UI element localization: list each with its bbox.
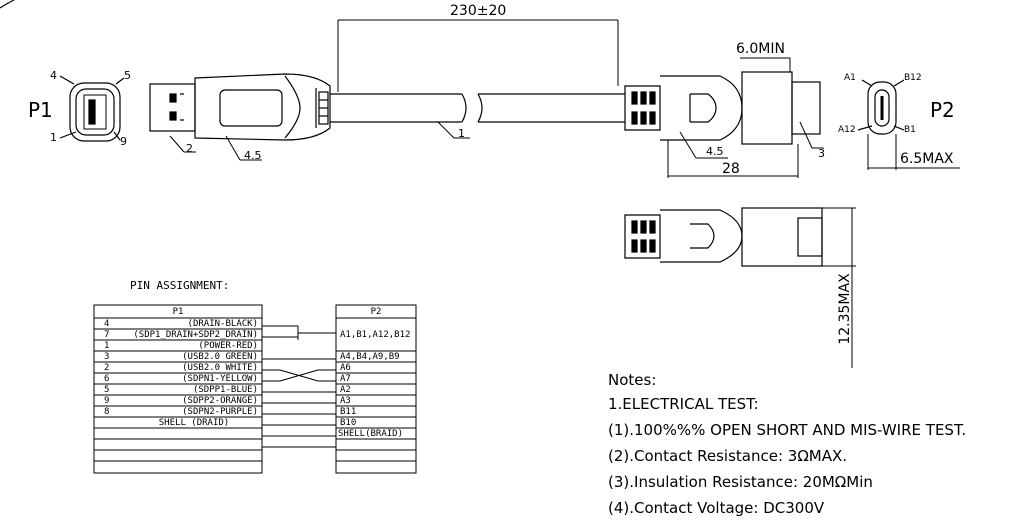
row-desc: (SDPP2-ORANGE) bbox=[182, 396, 258, 406]
row-num: 4 bbox=[104, 319, 110, 329]
note-line: (3).Insulation Resistance: 20MΩMin bbox=[608, 473, 873, 491]
note-line: 1.ELECTRICAL TEST: bbox=[608, 395, 759, 413]
dimension-lines bbox=[337, 19, 960, 368]
note-line: (1).100%%% OPEN SHORT AND MIS-WIRE TEST. bbox=[608, 421, 967, 439]
callout-4-5-b: 4.5 bbox=[706, 145, 724, 158]
p1-end-view bbox=[59, 75, 125, 142]
p1-pin-4: 4 bbox=[50, 69, 57, 82]
callout-4-5-a: 4.5 bbox=[244, 149, 262, 162]
callout-1: 1 bbox=[458, 127, 465, 140]
row-desc: (POWER-RED) bbox=[198, 341, 258, 351]
p2-label: P2 bbox=[930, 98, 955, 122]
p1-pin-1: 1 bbox=[50, 131, 57, 144]
dim-min: 6.0MIN bbox=[736, 41, 785, 57]
callout-leaders bbox=[169, 121, 824, 161]
row-desc: (DRAIN-BLACK) bbox=[187, 319, 258, 329]
p2-pin-b1: B1 bbox=[904, 125, 916, 135]
usb-c-plug-top bbox=[624, 71, 821, 145]
callout-3: 3 bbox=[818, 147, 825, 160]
p2-row: A1,B1,A12,B12 bbox=[340, 330, 411, 340]
row-desc: SHELL (DRAID) bbox=[158, 418, 230, 428]
p2-pin-b12: B12 bbox=[904, 73, 922, 83]
row-num: 7 bbox=[104, 330, 110, 340]
pin-table-p1 bbox=[93, 304, 263, 474]
row-num: 8 bbox=[104, 407, 110, 417]
corner-arc bbox=[0, 0, 15, 9]
wiring bbox=[262, 325, 336, 448]
p1-pin-5: 5 bbox=[124, 69, 131, 82]
row-desc: (USB2.0 GREEN) bbox=[182, 352, 258, 362]
row-num: 3 bbox=[104, 352, 110, 362]
p2-row: A7 bbox=[340, 374, 351, 384]
notes-title: Notes: bbox=[608, 371, 657, 389]
dim-length: 230±20 bbox=[450, 3, 507, 19]
row-num: 2 bbox=[104, 363, 110, 373]
p2-row: A6 bbox=[340, 363, 351, 373]
p2-row: B10 bbox=[340, 418, 357, 428]
p2-row: A3 bbox=[340, 396, 351, 406]
dim-28: 28 bbox=[722, 161, 740, 177]
row-num: 5 bbox=[104, 385, 110, 395]
row-desc: (SDPN1-YELLOW) bbox=[182, 374, 258, 384]
note-line: (4).Contact Voltage: DC300V bbox=[608, 499, 825, 517]
row-num: 9 bbox=[104, 396, 110, 406]
note-line: (2).Contact Resistance: 3ΩMAX. bbox=[608, 447, 848, 465]
row-num: 6 bbox=[104, 374, 110, 384]
p2-pin-a1: A1 bbox=[844, 73, 856, 83]
dim-max-12-35: 12.35MAX bbox=[837, 273, 853, 345]
p2-pin-a12: A12 bbox=[838, 125, 856, 135]
p2-header: P2 bbox=[370, 307, 382, 317]
row-desc: (SDPN2-PURPLE) bbox=[182, 407, 258, 417]
row-desc: (USB2.0 WHITE) bbox=[182, 363, 258, 373]
row-desc: (SDPP1-BLUE) bbox=[192, 385, 258, 395]
callout-2: 2 bbox=[186, 142, 193, 155]
p1-pin-9: 9 bbox=[120, 135, 127, 148]
row-desc: (SDP1_DRAIN+SDP2_DRAIN) bbox=[133, 330, 258, 340]
pin-table-p2 bbox=[335, 304, 417, 474]
dim-max-6-5: 6.5MAX bbox=[900, 151, 954, 167]
usb-a-plug bbox=[149, 73, 331, 141]
usb-c-plug-side bbox=[624, 207, 823, 267]
cable bbox=[330, 93, 625, 123]
p2-end-view bbox=[857, 79, 905, 135]
row-num: 1 bbox=[104, 341, 110, 351]
p2-row: B11 bbox=[340, 407, 357, 417]
p2-row: SHELL(BRAID) bbox=[338, 429, 404, 439]
p2-row: A2 bbox=[340, 385, 351, 395]
p1-header: P1 bbox=[172, 307, 184, 317]
p1-label: P1 bbox=[28, 98, 53, 122]
pin-assignment-title: PIN ASSIGNMENT: bbox=[130, 279, 230, 292]
p2-row: A4,B4,A9,B9 bbox=[340, 352, 400, 362]
